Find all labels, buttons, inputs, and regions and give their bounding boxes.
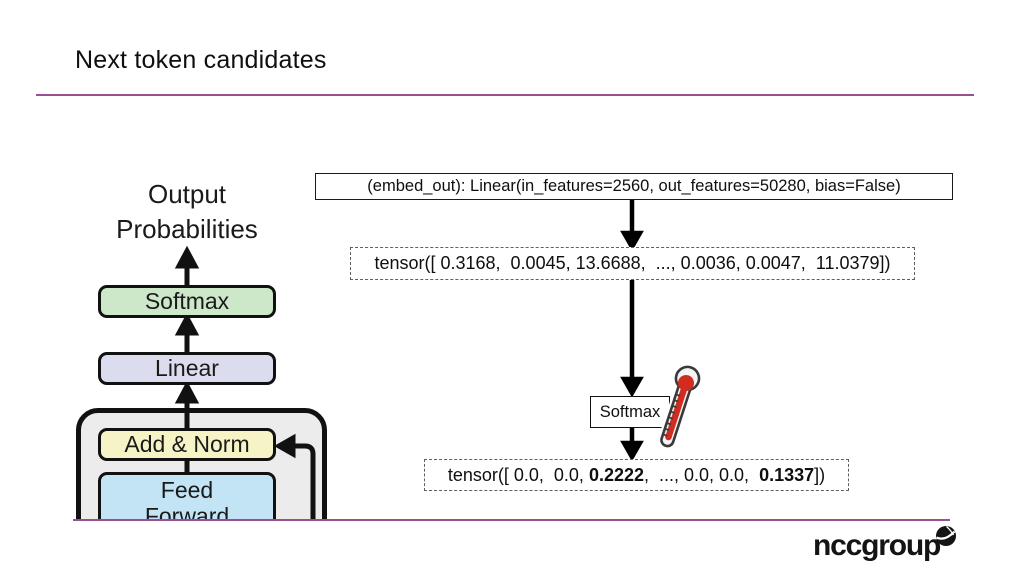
arrow-up-to-linear-head [174, 380, 200, 404]
output-probabilities-label: Output Probabilities [116, 179, 258, 244]
transformer-architecture-diagram: Output Probabilities [0, 160, 360, 519]
softmax-op-box: Softmax [590, 396, 670, 428]
arrow-up-to-output-head [174, 245, 200, 269]
probabilities-tensor-box: tensor([ 0.0, 0.0, 0.2222, ..., 0.0, 0.0… [424, 459, 849, 491]
linear-block: Linear [98, 352, 276, 385]
slide-title: Next token candidates [75, 46, 327, 74]
residual-arrow-head [273, 433, 296, 459]
diagram-arrows [174, 245, 316, 519]
feed-forward-block: Feed Forward [98, 472, 276, 519]
logits-tensor-box: tensor([ 0.3168, 0.0045, 13.6688, ..., 0… [350, 247, 915, 280]
softmax-block: Softmax [98, 285, 276, 318]
globe-icon [936, 526, 956, 546]
residual-connection-line [284, 443, 316, 519]
header-divider [36, 94, 974, 96]
footer-divider [73, 519, 950, 521]
arrow-up-to-softmax-head [174, 312, 200, 336]
arrow-down-1-head [620, 230, 644, 252]
ncc-group-logo: nccgroup [813, 529, 941, 562]
embed-out-layer-box: (embed_out): Linear(in_features=2560, ou… [315, 173, 953, 200]
arrow-down-3-head [620, 440, 644, 462]
thermometer-icon [658, 363, 703, 450]
add-norm-block: Add & Norm [98, 428, 276, 461]
arrow-down-2-head [620, 376, 644, 398]
